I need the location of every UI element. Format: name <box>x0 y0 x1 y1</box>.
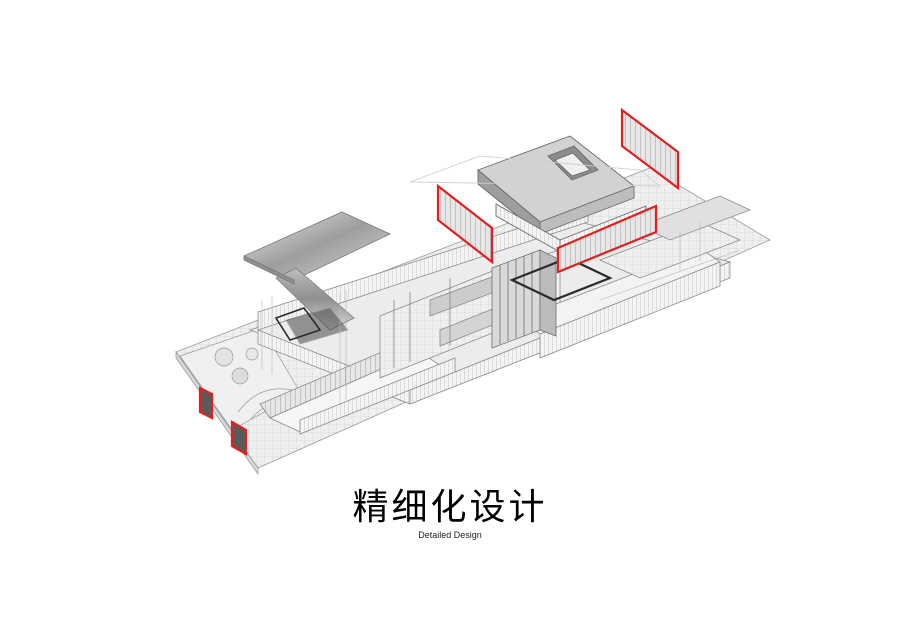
floating-roof-canopy <box>243 211 391 345</box>
detail-lines <box>261 222 741 404</box>
facade-panel-tower-left <box>436 183 494 265</box>
facade-panel-lower-left-1 <box>198 386 214 420</box>
facade-panel-tower-front <box>556 204 658 274</box>
facade-panel-lower-left-2 <box>230 420 248 456</box>
highlighted-facade-panels <box>198 107 680 456</box>
upper-pavilion <box>409 135 662 253</box>
caption-title: 精细化设计 <box>352 487 548 528</box>
caption-subtitle: Detailed Design <box>418 530 482 540</box>
glass-core <box>491 249 613 349</box>
podium-facade <box>519 195 752 359</box>
facade-panel-top-right <box>620 107 680 191</box>
